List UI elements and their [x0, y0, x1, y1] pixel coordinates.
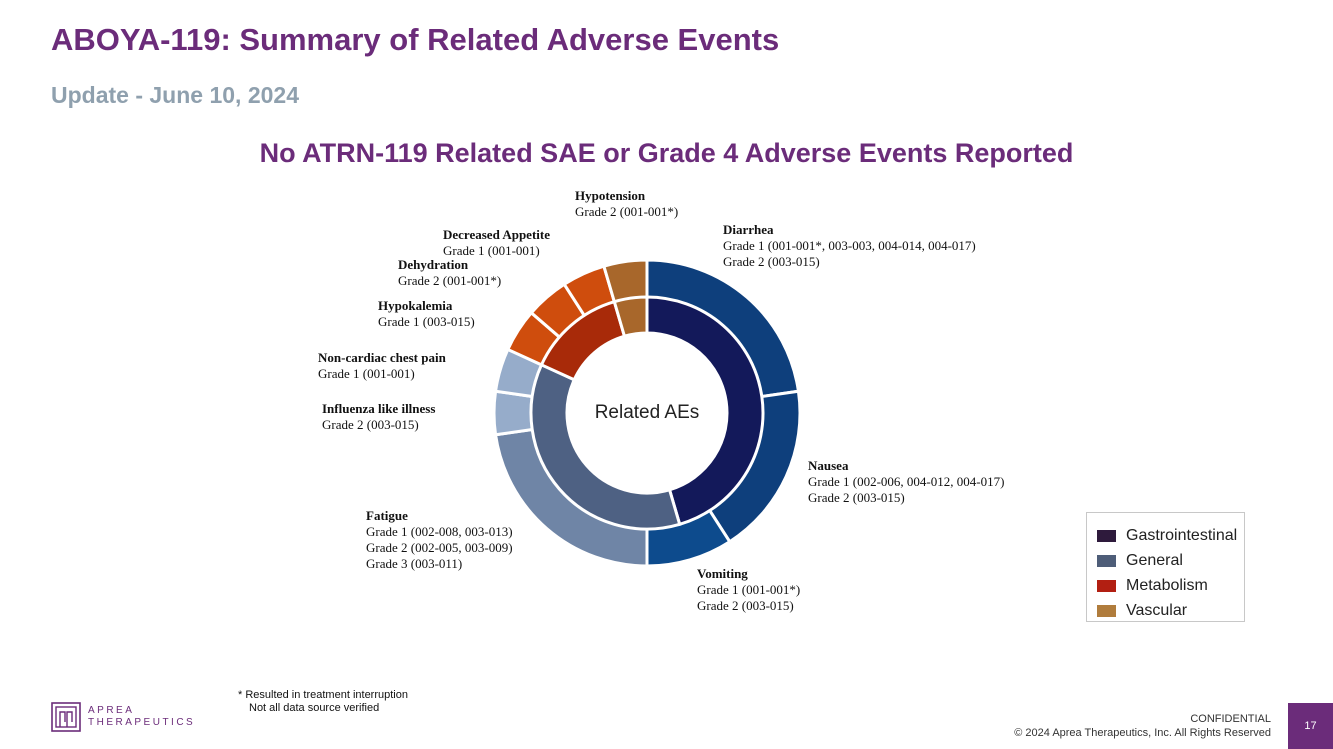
callout-name: Diarrhea [723, 222, 774, 237]
callout-name: Influenza like illness [322, 401, 436, 416]
legend-label: Vascular [1126, 601, 1188, 619]
callout-line: Grade 1 (001-001) [443, 243, 540, 258]
legend-label: Metabolism [1126, 576, 1208, 594]
legend-swatch [1097, 529, 1116, 542]
callout-fatigue: Fatigue Grade 1 (002-008, 003-013) Grade… [366, 508, 513, 572]
logo-text-line: THERAPEUTICS [88, 717, 196, 728]
footnote-line: Not all data source verified [249, 702, 380, 714]
callout-line: Grade 2 (003-015) [808, 490, 905, 505]
callout-line: Grade 1 (002-008, 003-013) [366, 524, 513, 539]
legend-label: General [1126, 551, 1183, 569]
footnote-line: * Resulted in treatment interruption [238, 689, 408, 701]
footer-confidential: CONFIDENTIAL © 2024 Aprea Therapeutics, … [1014, 712, 1271, 740]
callout-name: Vomiting [697, 566, 748, 581]
callout-diarrhea: Diarrhea Grade 1 (001-001*, 003-003, 004… [723, 222, 976, 270]
callout-name: Dehydration [398, 257, 469, 272]
legend-item-gastrointestinal: Gastrointestinal [1097, 523, 1244, 548]
callout-name: Non-cardiac chest pain [318, 350, 446, 365]
callout-chest-pain: Non-cardiac chest pain Grade 1 (001-001) [318, 350, 446, 382]
callout-name: Hypotension [575, 188, 646, 203]
legend-item-metabolism: Metabolism [1097, 573, 1244, 598]
legend-label: Gastrointestinal [1126, 526, 1238, 544]
callout-line: Grade 2 (003-015) [723, 254, 820, 269]
callout-line: Grade 2 (001-001*) [398, 273, 502, 288]
callout-line: Grade 2 (002-005, 003-009) [366, 540, 513, 555]
callout-nausea: Nausea Grade 1 (002-006, 004-012, 004-01… [808, 458, 1004, 506]
aprea-logo-icon [51, 702, 81, 732]
outer-slice-influenza-like-illness [492, 389, 535, 437]
legend-swatch [1097, 554, 1116, 567]
callout-name: Fatigue [366, 508, 408, 523]
legend-item-general: General [1097, 548, 1244, 573]
callout-line: Grade 2 (003-015) [322, 417, 419, 432]
legend-swatch [1097, 579, 1116, 592]
callout-line: Grade 2 (001-001*) [575, 204, 679, 219]
callout-line: Grade 1 (001-001*, 003-003, 004-014, 004… [723, 238, 976, 253]
callout-vomiting: Vomiting Grade 1 (001-001*) Grade 2 (003… [697, 566, 800, 614]
callout-name: Decreased Appetite [443, 227, 550, 242]
footnote: * Resulted in treatment interruption Not… [238, 689, 408, 715]
logo-text-line: APREA [88, 705, 135, 716]
inner-slice-general [529, 362, 682, 531]
callout-line: Grade 1 (003-015) [378, 314, 475, 329]
inner-slice-vascular [612, 295, 649, 339]
page-number: 17 [1288, 703, 1333, 749]
callout-line: Grade 2 (003-015) [697, 598, 794, 613]
center-label: Related AEs [595, 402, 700, 423]
confidential-label: CONFIDENTIAL [1190, 713, 1271, 725]
inner-slice-gastrointestinal [645, 295, 765, 527]
copyright-text: © 2024 Aprea Therapeutics, Inc. All Righ… [1014, 727, 1271, 739]
callout-name: Nausea [808, 458, 849, 473]
callout-line: Grade 1 (001-001) [318, 366, 415, 381]
callout-decreased-appetite: Decreased Appetite Grade 1 (001-001) [443, 227, 550, 259]
legend-swatch [1097, 604, 1116, 617]
callout-name: Hypokalemia [378, 298, 453, 313]
slide-title: ABOYA-119: Summary of Related Adverse Ev… [51, 22, 780, 57]
slide-subtitle: Update - June 10, 2024 [51, 82, 299, 108]
inner-ring [529, 295, 765, 531]
callout-line: Grade 1 (001-001*) [697, 582, 801, 597]
chart-headline: No ATRN-119 Related SAE or Grade 4 Adver… [259, 138, 1074, 168]
callout-dehydration: Dehydration Grade 2 (001-001*) [398, 257, 501, 289]
callout-line: Grade 1 (002-006, 004-012, 004-017) [808, 474, 1005, 489]
callout-hypotension: Hypotension Grade 2 (001-001*) [575, 188, 678, 220]
callout-influenza: Influenza like illness Grade 2 (003-015) [322, 401, 435, 433]
legend-item-vascular: Vascular [1097, 598, 1244, 623]
callout-hypokalemia: Hypokalemia Grade 1 (003-015) [378, 298, 475, 330]
callout-line: Grade 3 (003-011) [366, 556, 463, 571]
chart-legend: Gastrointestinal General Metabolism Vasc… [1086, 512, 1245, 622]
company-logo: APREA THERAPEUTICS [51, 702, 195, 732]
